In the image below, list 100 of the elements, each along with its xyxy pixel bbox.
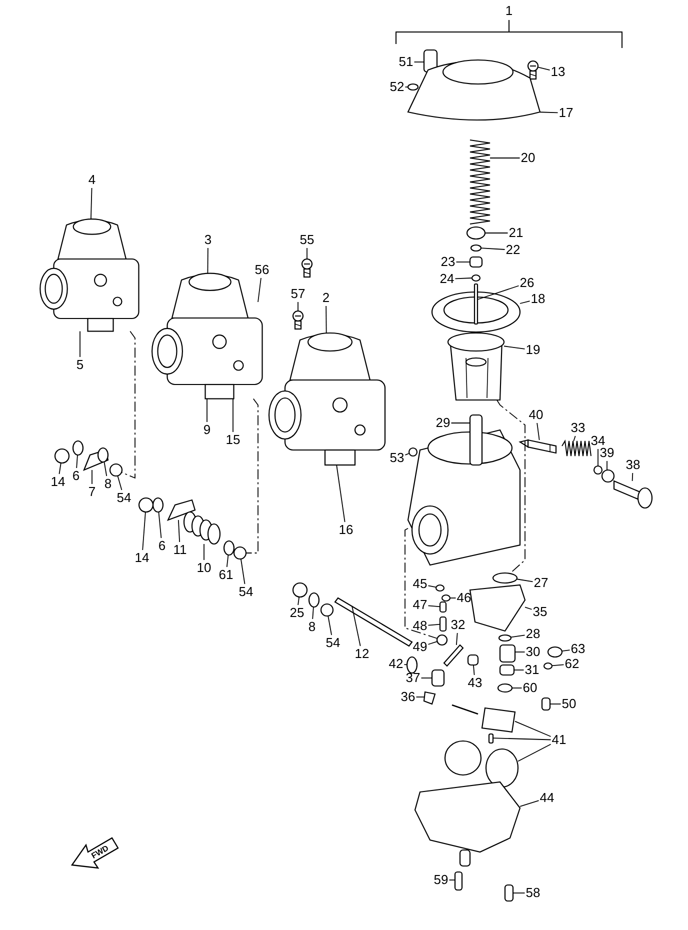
jet-drawing (499, 644, 516, 663)
leader-line (456, 632, 458, 646)
callout-number: 1 (505, 4, 513, 18)
leader-line (312, 606, 314, 620)
callout-number: 50 (562, 697, 576, 711)
spacer-drawing (469, 256, 483, 268)
leader-line (158, 512, 162, 538)
leader-line (536, 422, 540, 440)
leader-line (552, 664, 564, 666)
callout-number: 54 (238, 585, 254, 599)
leader-line (416, 696, 424, 698)
leader-line (326, 306, 327, 334)
clip-drawing (407, 83, 419, 91)
callout-number: 21 (508, 226, 524, 240)
rod-drawing (518, 439, 557, 454)
alignment-line (496, 400, 526, 574)
o-ring-drawing (408, 447, 418, 457)
leader-line (514, 720, 552, 737)
callout-number: 55 (300, 233, 314, 247)
jet-holder-drawing (469, 584, 526, 632)
callout-number: 2 (322, 291, 330, 305)
callout-number: 47 (412, 598, 428, 612)
leader-line (520, 800, 540, 807)
callout-number: 22 (506, 243, 520, 257)
callout-number: 60 (522, 681, 538, 695)
leader-line (454, 278, 472, 280)
callout-number: 45 (412, 577, 428, 591)
leader-line (178, 520, 180, 542)
leader-line (142, 512, 146, 550)
carburetor-body-drawing (407, 429, 521, 566)
leader-line (352, 606, 361, 646)
callout-number: 61 (218, 568, 234, 582)
callout-number: 46 (456, 591, 472, 605)
leader-line (258, 278, 262, 302)
alignment-line (122, 330, 136, 479)
callout-number: 4 (88, 173, 96, 187)
washer-drawing (72, 440, 84, 456)
spring-drawing (469, 139, 491, 225)
leader-line (428, 585, 436, 588)
alignment-line (246, 398, 258, 554)
leader-line (510, 634, 526, 638)
washer-drawing (97, 447, 109, 463)
leader-line (477, 285, 520, 300)
washer-drawing (471, 274, 481, 282)
jet-drawing (439, 616, 447, 632)
screw-drawing (406, 656, 418, 674)
nut-drawing (292, 582, 308, 598)
leader-line (492, 738, 552, 740)
leader-line (298, 596, 300, 606)
callout-number: 32 (450, 618, 466, 632)
leader-line (404, 664, 408, 666)
screw-drawing (454, 871, 463, 891)
callout-number: 13 (550, 65, 566, 79)
float-drawing (444, 740, 519, 788)
callout-number: 12 (354, 647, 370, 661)
callout-number: 24 (440, 272, 454, 286)
callout-number: 48 (412, 619, 428, 633)
callout-number: 26 (520, 276, 534, 290)
leader-line (58, 462, 62, 474)
alignment-line (404, 528, 438, 639)
collar-drawing (233, 546, 247, 560)
callout-number: 5 (76, 358, 84, 372)
leader-line (504, 346, 526, 350)
washer-drawing (152, 497, 164, 513)
valve-seat-drawing (481, 707, 516, 733)
callout-number: 39 (600, 446, 614, 460)
needle-drawing (474, 283, 478, 325)
washer-drawing (308, 592, 320, 608)
callout-number: 6 (72, 469, 80, 483)
nut-drawing (54, 448, 70, 464)
leader-line (404, 86, 408, 88)
callout-number: 53 (390, 451, 404, 465)
cap-drawing (543, 662, 553, 670)
callout-number: 8 (104, 477, 112, 491)
spring-drawing (562, 440, 592, 456)
callout-number: 3 (204, 233, 212, 247)
callout-number: 15 (226, 433, 240, 447)
callout-number: 9 (203, 423, 211, 437)
jet-drawing (439, 601, 447, 613)
callout-number: 38 (626, 458, 640, 472)
callout-number: 57 (290, 287, 306, 301)
leader-line (518, 744, 552, 762)
callout-number: 34 (590, 434, 606, 448)
direction-label: FWD (90, 844, 110, 860)
callout-number: 6 (158, 539, 166, 553)
tube-drawing (469, 414, 483, 466)
spring-drawing (183, 511, 221, 545)
screw-drawing (431, 669, 445, 687)
leader-line (90, 188, 92, 220)
screw-drawing (467, 654, 479, 666)
callout-number: 56 (254, 263, 270, 277)
callout-number: 25 (290, 606, 304, 620)
leader-line (76, 454, 78, 468)
o-ring-drawing (435, 584, 445, 592)
callout-number: 16 (338, 523, 354, 537)
leader-line (540, 112, 558, 114)
plug-drawing (423, 691, 436, 705)
callout-number: 63 (570, 642, 586, 656)
callout-number: 29 (436, 416, 450, 430)
callout-number: 49 (412, 640, 428, 654)
